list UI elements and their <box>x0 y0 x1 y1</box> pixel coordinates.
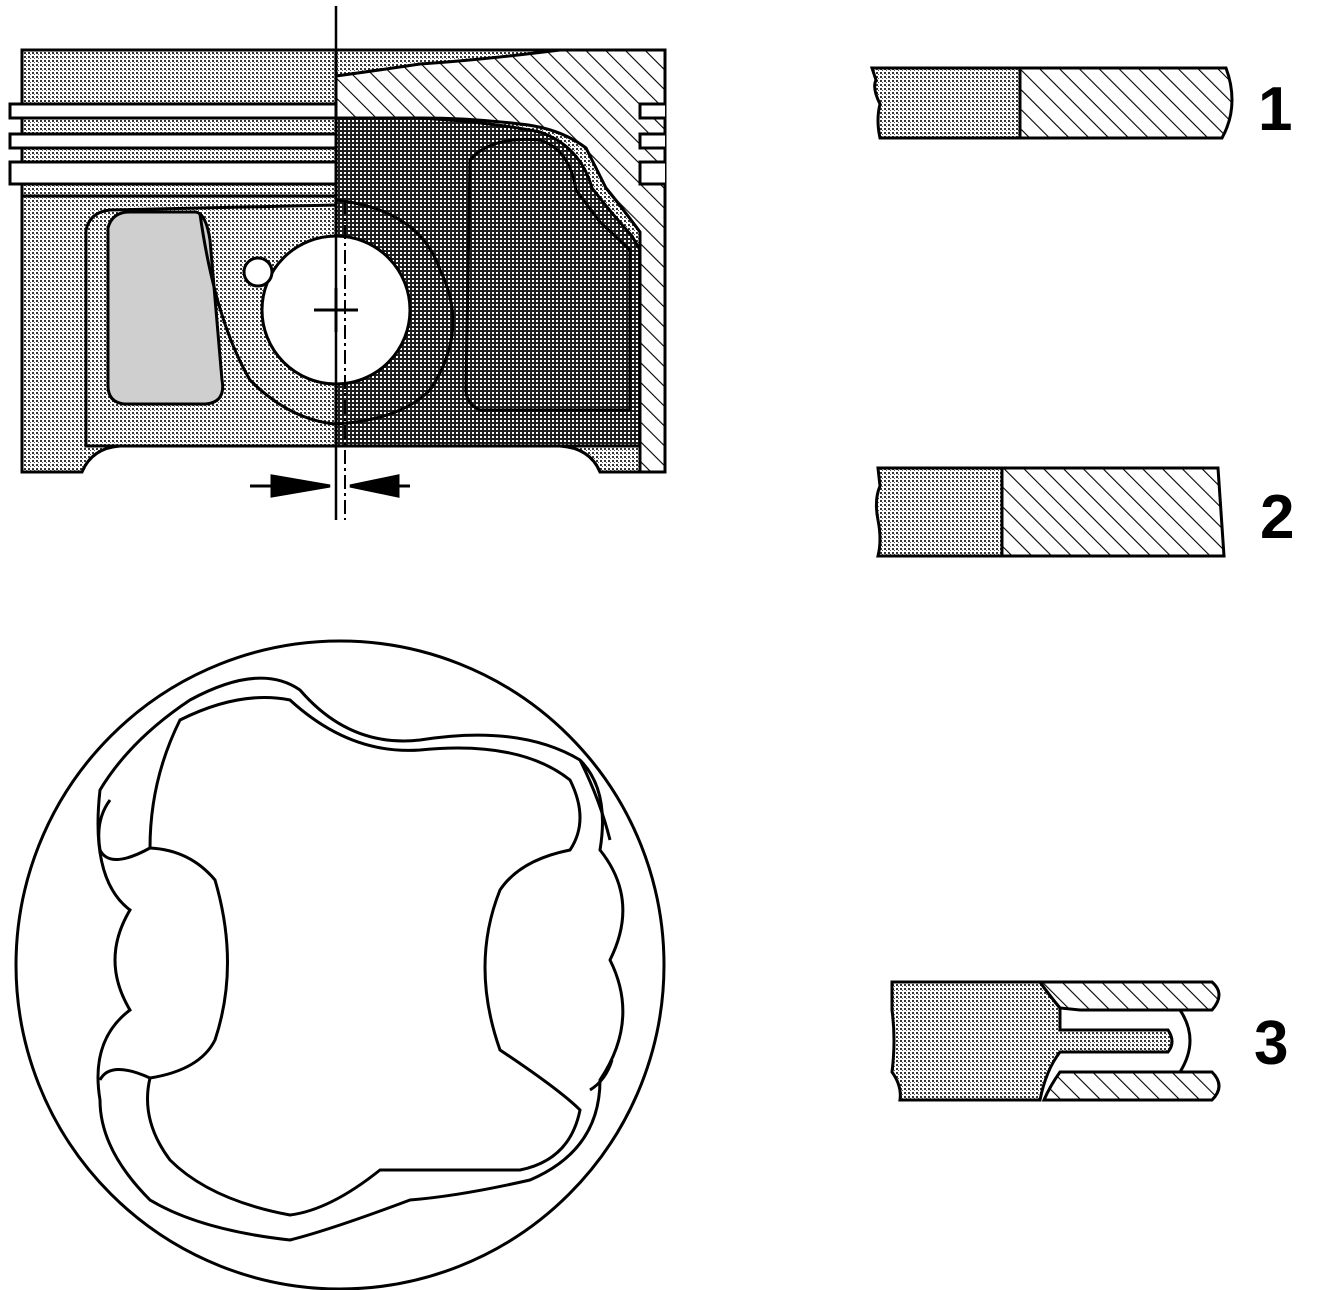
compression-ring-2 <box>874 466 1226 558</box>
oil-control-ring-3 <box>890 980 1221 1102</box>
pin-boss-window <box>106 210 225 406</box>
inner-cavity-dark <box>334 116 642 448</box>
crown-bowl-edge <box>334 48 561 78</box>
offset-arrow-right <box>349 474 400 498</box>
ring-groove-1 <box>8 102 338 120</box>
compression-ring-1 <box>869 66 1234 140</box>
piston-crown-top-view <box>14 639 666 1290</box>
oil-hole <box>242 256 274 288</box>
callout-1: 1 <box>1258 75 1292 144</box>
bowl-outer-lobes <box>96 676 625 1242</box>
crown-outer-circle <box>14 639 666 1290</box>
callout-2: 2 <box>1260 483 1294 552</box>
piston-wall-hatched <box>334 48 667 474</box>
ring-groove-3 <box>8 160 338 186</box>
callout-3: 3 <box>1254 1009 1288 1078</box>
offset-arrow-left <box>270 474 331 498</box>
bowl-inner-lobes <box>146 696 582 1217</box>
ring-groove-2 <box>8 132 338 150</box>
right-groove-notches <box>638 102 665 186</box>
piston-section <box>8 6 667 520</box>
